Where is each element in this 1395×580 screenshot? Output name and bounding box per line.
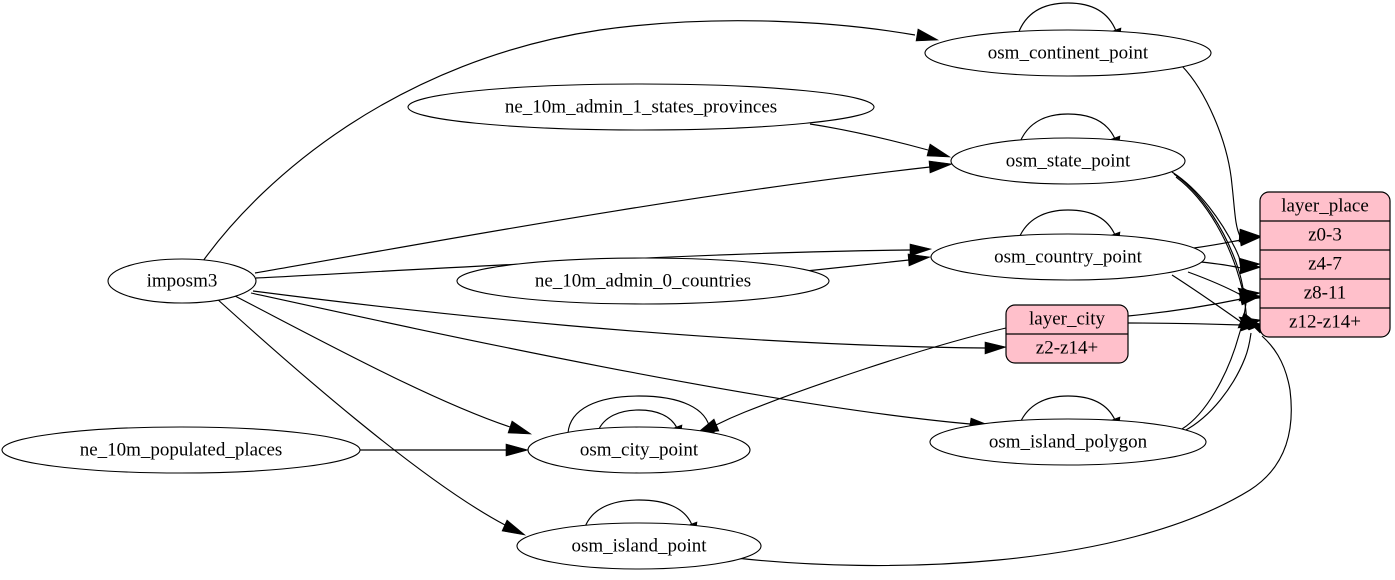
record-layer-place-row-z12-z14: z12-z14+ bbox=[1289, 311, 1361, 332]
edge-imposm3-to-osm-state-point bbox=[254, 160, 954, 274]
record-layer-city-row-z2-z14: z2-z14+ bbox=[1036, 337, 1098, 358]
edge-imposm3-to-osm-continent-point bbox=[202, 20, 940, 262]
edge-osm-island-polygon-to-layer-place-z8-11 bbox=[1181, 293, 1263, 430]
record-layer-city[interactable]: layer_city z2-z14+ bbox=[1005, 304, 1129, 364]
edge-osm-country-point-to-layer-place-z0-3 bbox=[1193, 233, 1263, 249]
node-osm-country-point-label: osm_country_point bbox=[994, 246, 1142, 267]
node-ne-populated-label: ne_10m_populated_places bbox=[80, 439, 283, 460]
node-osm-continent-point[interactable]: osm_continent_point bbox=[924, 29, 1212, 77]
node-osm-city-point[interactable]: osm_city_point bbox=[527, 426, 751, 474]
edge-imposm3-to-osm-island-point bbox=[215, 297, 527, 536]
node-osm-city-point-label: osm_city_point bbox=[580, 439, 699, 460]
node-ne-states-label: ne_10m_admin_1_states_provinces bbox=[505, 96, 777, 117]
node-ne-10m-admin-1-states-provinces[interactable]: ne_10m_admin_1_states_provinces bbox=[407, 83, 875, 131]
edge-layer-city-to-layer-place-z8-11 bbox=[1127, 292, 1263, 317]
node-osm-island-polygon-label: osm_island_polygon bbox=[989, 431, 1148, 452]
edge-osm-island-polygon-to-layer-place-z12-z14 bbox=[1183, 323, 1265, 432]
record-layer-place[interactable]: layer_place z0-3 z4-7 z8-11 z12-z14+ bbox=[1259, 191, 1391, 338]
node-osm-continent-point-label: osm_continent_point bbox=[988, 42, 1149, 63]
edge-ne-populated-to-osm-city-point bbox=[360, 443, 530, 457]
edge-imposm3-to-layer-city bbox=[252, 290, 1008, 355]
node-ne-10m-admin-0-countries[interactable]: ne_10m_admin_0_countries bbox=[456, 257, 830, 305]
edge-imposm3-to-osm-city-point bbox=[234, 295, 533, 435]
node-osm-island-polygon[interactable]: osm_island_polygon bbox=[929, 418, 1207, 466]
edge-ne-countries-to-osm-country-point bbox=[805, 253, 932, 272]
record-layer-place-row-z4-7: z4-7 bbox=[1308, 253, 1342, 274]
record-layer-place-row-z8-11: z8-11 bbox=[1304, 282, 1347, 303]
edge-osm-country-point-to-layer-place-z4-7 bbox=[1200, 261, 1263, 275]
node-osm-state-point[interactable]: osm_state_point bbox=[950, 137, 1186, 185]
node-osm-island-point-label: osm_island_point bbox=[571, 535, 707, 556]
record-layer-place-title: layer_place bbox=[1281, 195, 1369, 216]
record-layer-place-row-z0-3: z0-3 bbox=[1308, 224, 1342, 245]
node-layer: imposm3 ne_10m_admin_1_states_provinces … bbox=[1, 29, 1212, 570]
node-imposm3[interactable]: imposm3 bbox=[107, 258, 257, 304]
node-ne-countries-label: ne_10m_admin_0_countries bbox=[535, 270, 751, 291]
node-osm-country-point[interactable]: osm_country_point bbox=[930, 233, 1206, 281]
edge-osm-continent-point-to-layer-place-z0-3 bbox=[1181, 65, 1261, 243]
node-osm-island-point[interactable]: osm_island_point bbox=[516, 522, 762, 570]
node-imposm3-label: imposm3 bbox=[147, 270, 218, 291]
edge-layer-city-to-osm-city-point bbox=[695, 327, 1007, 435]
node-ne-10m-populated-places[interactable]: ne_10m_populated_places bbox=[1, 426, 361, 474]
node-osm-state-point-label: osm_state_point bbox=[1006, 150, 1131, 171]
edge-ne-states-to-osm-state-point bbox=[809, 123, 952, 158]
record-layer: layer_city z2-z14+ layer_place z0-3 z4-7… bbox=[1005, 191, 1391, 364]
record-layer-city-title: layer_city bbox=[1029, 308, 1105, 329]
